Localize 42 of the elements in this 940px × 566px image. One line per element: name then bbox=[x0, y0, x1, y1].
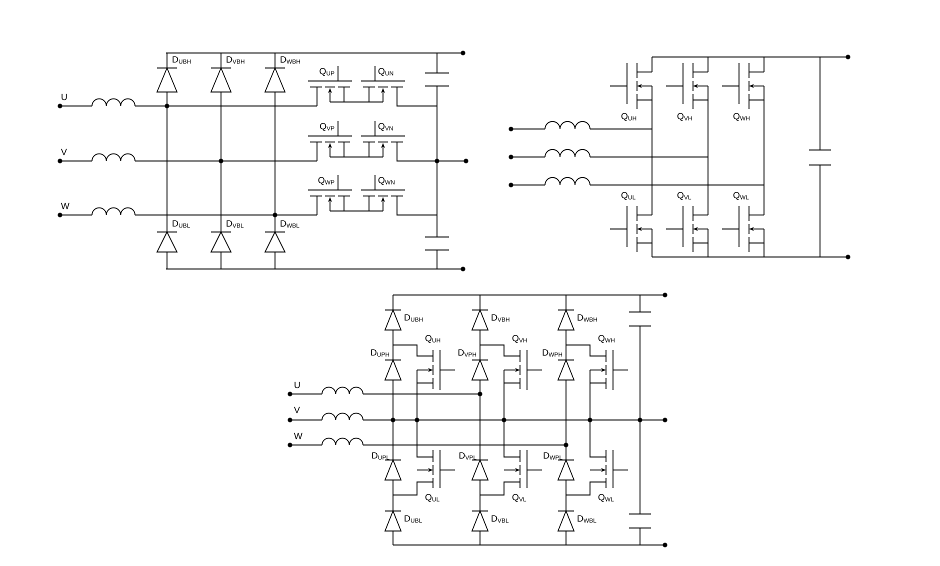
component-label: D$_{VPL}$ bbox=[459, 452, 476, 460]
component-label: D$_{UBL}$ bbox=[172, 220, 190, 228]
component-label: D$_{WPL}$ bbox=[544, 452, 562, 460]
component-label: Q$_{UL}$ bbox=[425, 494, 440, 502]
component-label: Q$_{WH}$ bbox=[733, 113, 750, 121]
component-label: Q$_{UH}$ bbox=[621, 113, 636, 121]
component-label: D$_{WBL}$ bbox=[578, 515, 596, 523]
component-label: D$_{WBL}$ bbox=[280, 220, 300, 228]
component-label: Q$_{VL}$ bbox=[677, 192, 692, 200]
component-label: D$_{VBL}$ bbox=[492, 515, 509, 523]
component-label: D$_{UBL}$ bbox=[404, 515, 422, 523]
component-label: Q$_{VP}$ bbox=[320, 123, 334, 131]
component-label: D$_{WBH}$ bbox=[280, 56, 300, 64]
component-label: Q$_{WL}$ bbox=[733, 192, 749, 200]
component-label: Q$_{VN}$ bbox=[378, 123, 393, 131]
terminal-label: V bbox=[294, 406, 300, 414]
component-label: D$_{WPH}$ bbox=[542, 349, 562, 357]
terminal-label: U bbox=[294, 382, 300, 388]
component-label: D$_{VBL}$ bbox=[226, 220, 244, 228]
component-label: Q$_{VL}$ bbox=[512, 494, 526, 502]
component-label: D$_{UPL}$ bbox=[372, 452, 390, 460]
terminal-label: W bbox=[294, 432, 302, 440]
component-label: D$_{VBH}$ bbox=[226, 56, 244, 64]
component-label: Q$_{WL}$ bbox=[598, 494, 614, 502]
component-label: D$_{WBH}$ bbox=[578, 314, 597, 322]
component-label: D$_{UBH}$ bbox=[172, 56, 191, 64]
component-label: D$_{UPH}$ bbox=[371, 349, 390, 357]
component-label: Q$_{UL}$ bbox=[621, 192, 636, 200]
component-label: Q$_{UP}$ bbox=[320, 68, 334, 76]
component-label: D$_{UBH}$ bbox=[404, 314, 423, 322]
component-label: Q$_{VH}$ bbox=[512, 335, 527, 343]
component-label: Q$_{WN}$ bbox=[378, 177, 394, 185]
terminal-label: W bbox=[61, 202, 70, 210]
terminal-label: V bbox=[61, 148, 67, 156]
terminal-label: U bbox=[62, 94, 67, 100]
component-label: D$_{VPH}$ bbox=[458, 349, 476, 357]
component-label: Q$_{WP}$ bbox=[318, 177, 334, 185]
component-label: D$_{VBH}$ bbox=[492, 314, 510, 322]
component-label: Q$_{VH}$ bbox=[677, 113, 692, 121]
component-label: Q$_{WH}$ bbox=[598, 335, 614, 343]
component-label: Q$_{UH}$ bbox=[425, 335, 440, 343]
component-label: Q$_{UN}$ bbox=[378, 68, 394, 76]
